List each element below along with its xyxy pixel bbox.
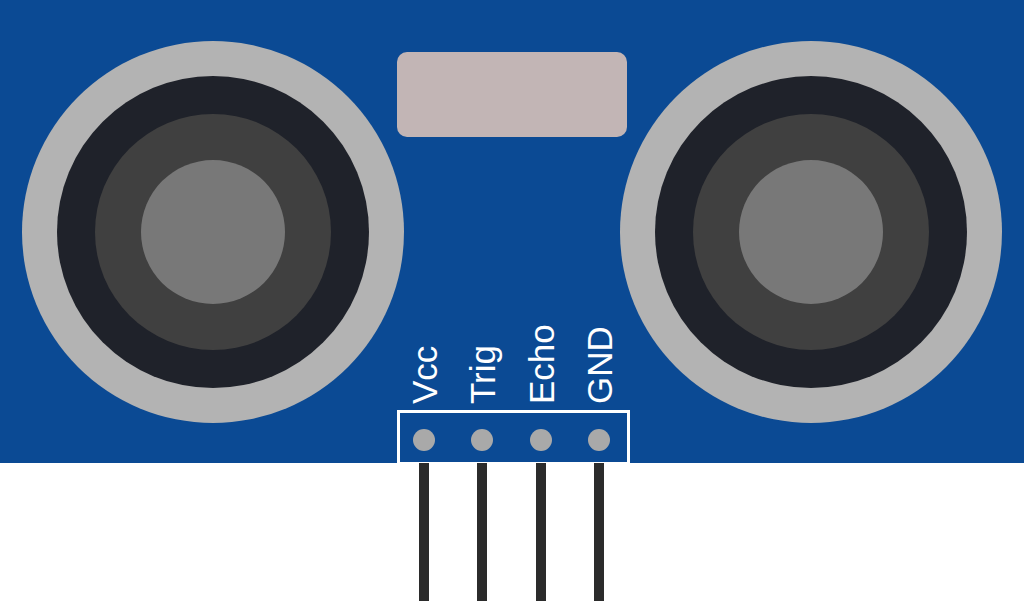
pin-pad — [588, 429, 610, 451]
transducer-core — [141, 160, 285, 304]
transducer-ring — [57, 76, 369, 388]
crystal-oscillator — [397, 52, 627, 137]
pin-header — [399, 412, 629, 464]
transducer-mesh — [693, 114, 929, 350]
pin-label: GND — [582, 326, 617, 404]
pin-leg — [536, 463, 546, 601]
pin-leg — [477, 463, 487, 601]
pin-leg — [594, 463, 604, 601]
transducer-mesh — [95, 114, 331, 350]
transducer-rim — [22, 41, 404, 423]
pin-label: Echo — [524, 324, 559, 404]
pin-pad — [471, 429, 493, 451]
pin-label: Trig — [465, 345, 500, 404]
pin-label: Vcc — [407, 346, 442, 404]
transducer-core — [739, 160, 883, 304]
receiver — [620, 41, 1002, 423]
circuit-board — [0, 0, 1024, 463]
transducer-rim — [620, 41, 1002, 423]
transducer-ring — [655, 76, 967, 388]
pin-pad — [530, 429, 552, 451]
pin-leg — [419, 463, 429, 601]
pin-pad — [413, 429, 435, 451]
pin-legs — [419, 463, 604, 601]
pin-pads — [413, 429, 610, 451]
transmitter — [22, 41, 404, 423]
